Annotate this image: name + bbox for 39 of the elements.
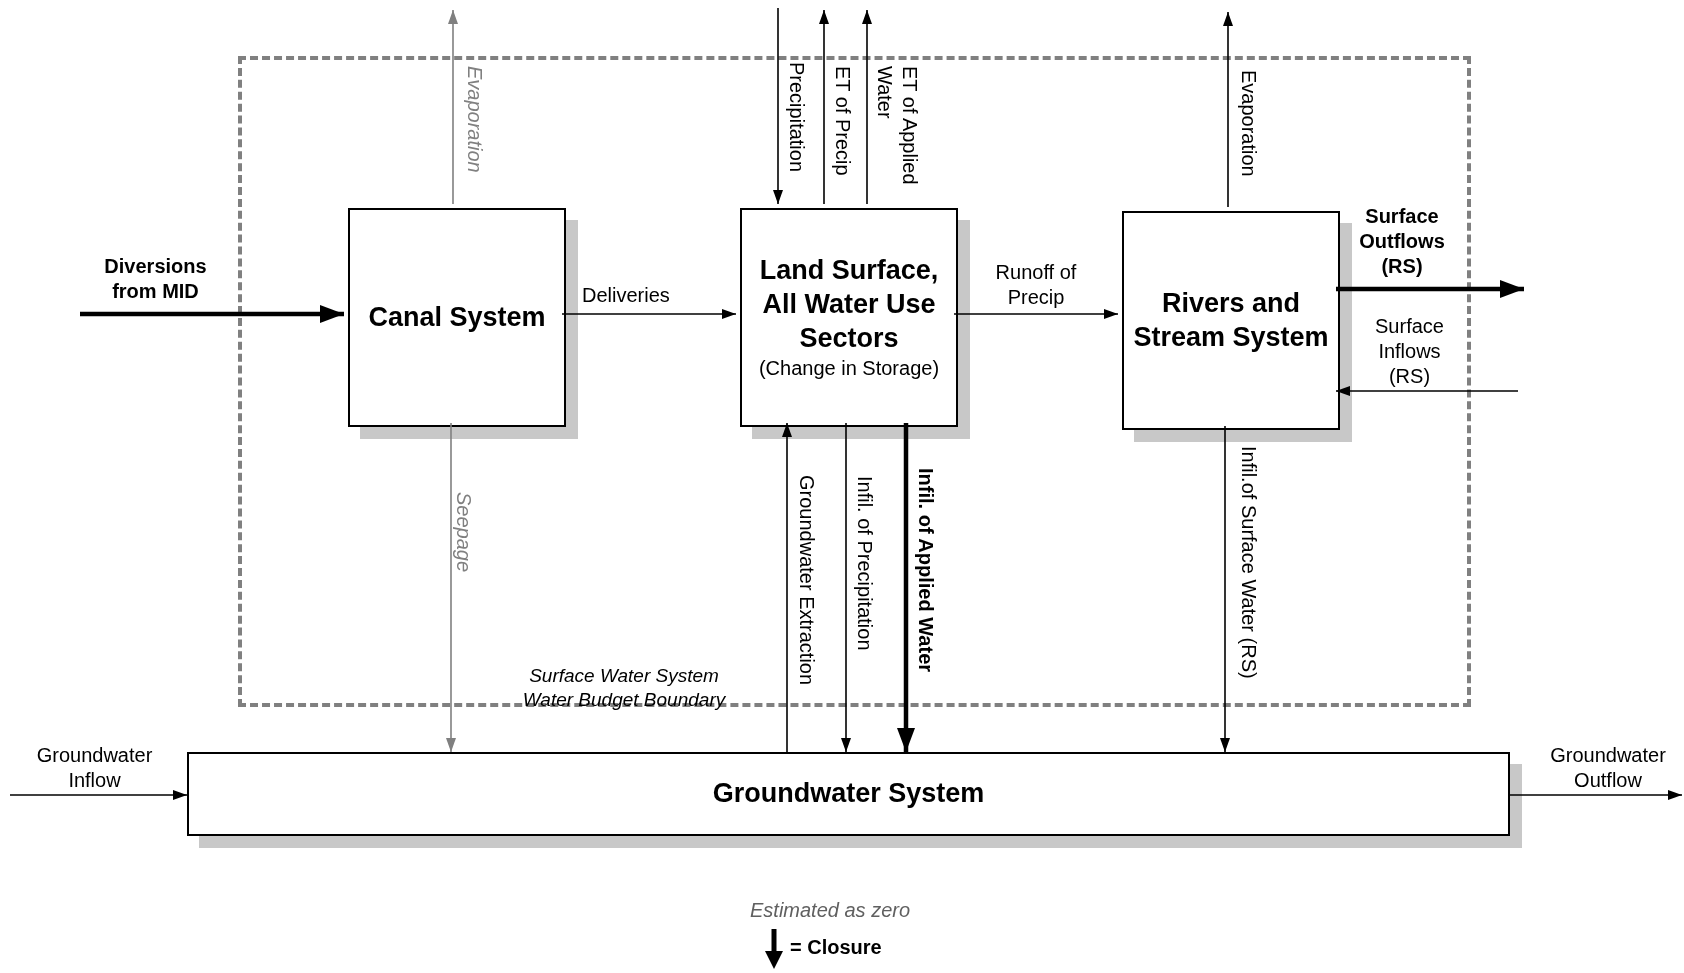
edge-label: Precipitation: [785, 62, 809, 175]
edge-label: Evaporation: [1237, 70, 1261, 179]
legend-label: = Closure: [790, 935, 882, 960]
box-subtitle: (Change in Storage): [758, 355, 940, 381]
edge-label: ET of Applied Water: [873, 66, 922, 187]
edge-label: Diversions from MID: [103, 254, 208, 304]
edge-label: Infil. of Precipitation: [853, 476, 877, 653]
box-title: Land Surface, All Water Use Sectors: [758, 254, 940, 355]
arrow: [1509, 790, 1683, 800]
arrow: [782, 422, 792, 753]
boundary-label: Surface Water System Water Budget Boundary: [521, 664, 727, 712]
edge-label: Surface Inflows (RS): [1374, 314, 1445, 389]
arrow: [9, 790, 188, 800]
arrow: [773, 7, 783, 205]
arrow: [561, 309, 737, 319]
edge-label: Deliveries: [582, 283, 670, 308]
edge-label: Seepage: [452, 492, 476, 575]
edge-label: Groundwater Extraction: [795, 475, 819, 688]
edge-label: Evaporation: [463, 66, 487, 175]
arrow: [953, 309, 1119, 319]
edge-label: Runoff of Precip: [994, 260, 1078, 310]
legend-label: Estimated as zero: [750, 898, 911, 923]
arrow: [1220, 425, 1230, 753]
edge-label: Infil.of Surface Water (RS): [1237, 446, 1261, 681]
edge-label: Groundwater Inflow: [35, 743, 154, 793]
arrow: [862, 9, 872, 205]
arrow: [1336, 280, 1524, 298]
arrow: [819, 9, 829, 205]
arrow: [841, 422, 851, 753]
arrow: [1335, 386, 1519, 396]
arrow: [897, 423, 915, 752]
arrow: [1223, 11, 1233, 208]
edge-label: Infil. of Applied Water: [914, 468, 938, 675]
edge-label: ET of Precip: [831, 66, 855, 178]
arrow: [448, 9, 458, 205]
arrow: [80, 305, 344, 323]
arrow: [446, 422, 456, 753]
edge-label: Surface Outflows (RS): [1358, 204, 1446, 279]
edge-label: Groundwater Outflow: [1549, 743, 1667, 793]
